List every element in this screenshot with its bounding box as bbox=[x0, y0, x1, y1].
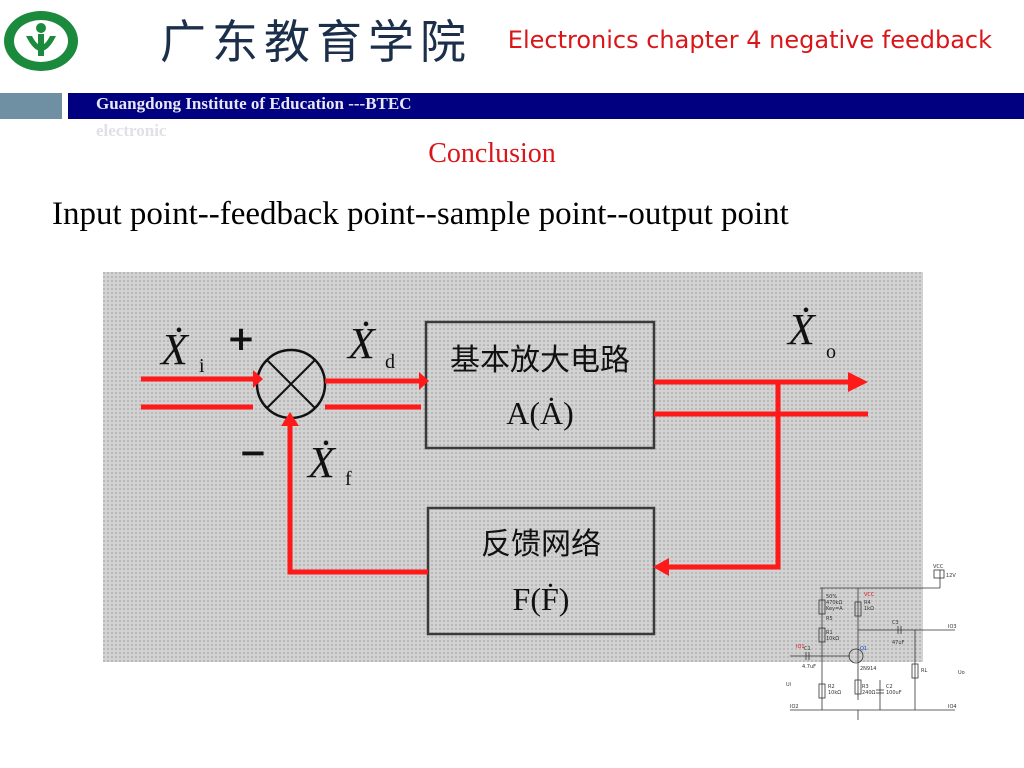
circuit-label: 240Ω bbox=[862, 690, 876, 696]
circuit-label: IO1 bbox=[796, 644, 805, 650]
circuit-label: IO3 bbox=[948, 624, 957, 630]
circuit-label: R2 bbox=[828, 684, 835, 690]
feedback-arrow bbox=[281, 412, 299, 426]
circuit-label: Ui bbox=[786, 682, 791, 688]
chapter-title: Electronics chapter 4 negative feedback bbox=[507, 26, 992, 54]
input-signal-label: Ẋ bbox=[159, 325, 190, 374]
sample-path bbox=[665, 382, 781, 570]
circuit-label: R5 bbox=[826, 616, 833, 622]
header-band-accent bbox=[0, 93, 62, 119]
circuit-label: 47uF bbox=[892, 640, 905, 646]
error-signal-label: Ẋ bbox=[346, 319, 377, 368]
school-name-chinese: 广东教育学院 bbox=[160, 15, 472, 69]
circuit-label: RL bbox=[921, 668, 927, 674]
circuit-label: R1 bbox=[826, 630, 833, 636]
circuit-label: C1 bbox=[804, 646, 811, 652]
feedback-formula: F(Ḟ) bbox=[513, 581, 570, 617]
feedback-signal-sub: f bbox=[345, 468, 352, 490]
circuit-label: Q1 bbox=[860, 646, 867, 652]
error-arrow bbox=[419, 372, 429, 390]
section-title: Conclusion bbox=[428, 138, 556, 169]
output-signal-label: Ẋ bbox=[786, 305, 817, 354]
amplifier-label: 基本放大电路 bbox=[450, 343, 630, 378]
output-signal-sub: o bbox=[826, 341, 836, 363]
circuit-label: 470kΩ bbox=[826, 600, 842, 606]
input-signal-sub: i bbox=[199, 355, 205, 377]
minus-sign: − bbox=[239, 433, 268, 473]
circuit-label: 10kΩ bbox=[826, 636, 839, 642]
circuit-label: C3 bbox=[892, 620, 899, 626]
error-signal-sub: d bbox=[385, 351, 395, 373]
circuit-label: VCC bbox=[864, 592, 875, 598]
output-arrow bbox=[848, 372, 868, 392]
feedback-block-diagram: 基本放大电路 A(Ȧ) 反馈网络 F(Ḟ) + − Ẋ i Ẋ d Ẋ o Ẋ bbox=[103, 272, 923, 662]
input-arrow bbox=[253, 370, 263, 388]
circuit-label: Key=A bbox=[826, 606, 843, 612]
circuit-label: R4 bbox=[864, 600, 871, 606]
circuit-label: R3 bbox=[862, 684, 869, 690]
institute-logo bbox=[4, 11, 78, 71]
feedback-label: 反馈网络 bbox=[481, 527, 601, 562]
header-band-gap bbox=[62, 93, 68, 119]
circuit-label: IO2 bbox=[790, 704, 799, 710]
circuit-label: Uo bbox=[958, 670, 965, 676]
circuit-label: C2 bbox=[886, 684, 893, 690]
circuit-label: 4.7uF bbox=[802, 664, 816, 670]
feedback-path bbox=[287, 422, 428, 575]
circuit-label: 100uF bbox=[886, 690, 902, 696]
circuit-label: 50% bbox=[826, 594, 837, 600]
slide-subtitle: Input point--feedback point--sample poin… bbox=[52, 196, 789, 232]
diagram-background bbox=[103, 272, 923, 662]
circuit-label: 1kΩ bbox=[864, 606, 874, 612]
plus-sign: + bbox=[227, 319, 256, 359]
header-band bbox=[68, 93, 1024, 119]
circuit-label: 12V bbox=[946, 573, 956, 579]
sample-arrow bbox=[653, 558, 669, 576]
circuit-label: VCC bbox=[933, 564, 944, 570]
amplifier-circuit-schematic: VCC 12V 50% 470kΩ Key=A R5 R4 1kΩ VCC R1… bbox=[786, 564, 965, 720]
institute-name: Guangdong Institute of Education ---BTEC bbox=[96, 94, 412, 113]
amplifier-box bbox=[424, 320, 656, 450]
circuit-label: IO4 bbox=[948, 704, 957, 710]
circuit-label: 10kΩ bbox=[828, 690, 841, 696]
institute-dept: electronic bbox=[96, 121, 167, 140]
circuit-label: 2N914 bbox=[860, 666, 876, 672]
amplifier-formula: A(Ȧ) bbox=[506, 395, 574, 431]
feedback-signal-label: Ẋ bbox=[306, 438, 337, 487]
